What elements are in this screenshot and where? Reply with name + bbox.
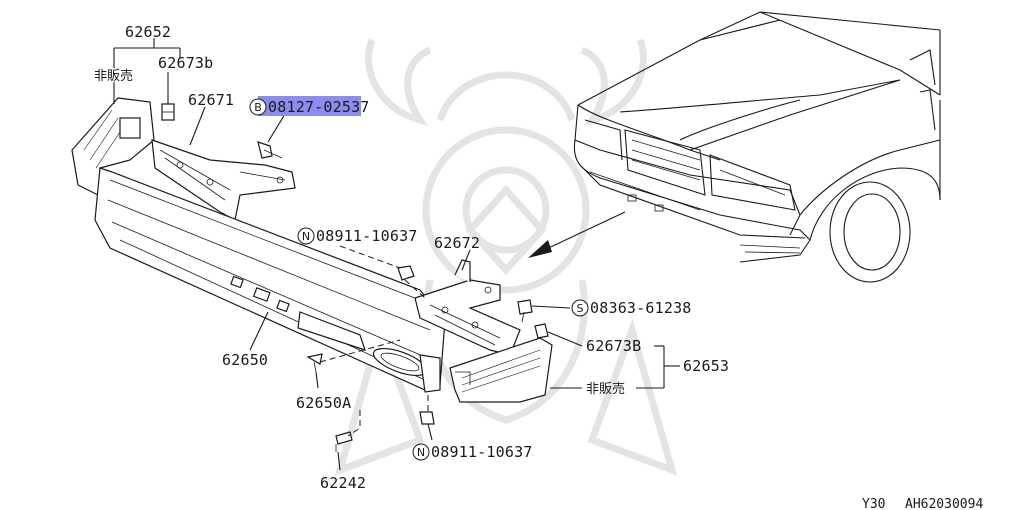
nut-08911-10637-top [397, 265, 415, 281]
label-62242: 62242 [320, 474, 366, 492]
label-62652: 62652 [125, 23, 171, 41]
bracket-62672 [414, 259, 521, 356]
label-screw-08363-61238: 08363-61238 [590, 299, 692, 317]
svg-text:S: S [577, 302, 584, 315]
label-62650A: 62650A [296, 394, 351, 412]
clip-62673B-right [534, 323, 549, 339]
bolt-62242 [335, 431, 353, 452]
label-62673B: 62673B [586, 337, 641, 355]
footer-model: Y30 [862, 497, 885, 510]
prefix-mark-screw: S [571, 299, 589, 317]
bolt-08127-02537 [257, 141, 283, 159]
direction-arrow [528, 211, 626, 258]
svg-text:B: B [254, 101, 262, 114]
label-bolt-08127-02537: 08127-02537 [268, 98, 370, 116]
footer-diagram-code: AH62030094 [905, 497, 983, 510]
prefix-mark-nut-bottom: N [412, 443, 430, 461]
corner-bumper-left [71, 97, 155, 196]
clip-62650A [306, 353, 323, 373]
label-62672: 62672 [434, 234, 480, 252]
label-62673b: 62673b [158, 54, 213, 72]
screw-08363-61238 [517, 299, 533, 323]
car-illustration [573, 11, 941, 283]
svg-text:N: N [417, 446, 425, 459]
label-nut-bottom-08911-10637: 08911-10637 [431, 443, 533, 461]
label-62652-note: 非販売 [94, 68, 133, 84]
label-62650: 62650 [222, 351, 268, 369]
nut-08911-10637-bottom [419, 411, 435, 425]
label-62671: 62671 [188, 91, 234, 109]
svg-text:N: N [302, 230, 310, 243]
leader-lines [113, 38, 680, 471]
corner-bumper-right [449, 337, 553, 403]
label-62653-note: 非販売 [586, 381, 625, 397]
bracket-62671 [151, 139, 296, 221]
label-nut-top-08911-10637: 08911-10637 [316, 227, 418, 245]
bumper-reinforcement-62650 [94, 167, 446, 393]
clip-62673b-left [161, 103, 175, 121]
prefix-mark-bolt: B [249, 98, 267, 116]
label-62653: 62653 [683, 357, 729, 375]
highlight-bolt-label [258, 96, 361, 116]
prefix-mark-nut-top: N [297, 227, 315, 245]
watermark-emblem [334, 38, 678, 476]
